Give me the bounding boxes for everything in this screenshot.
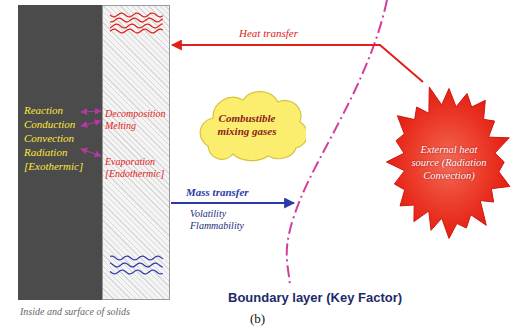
node-text: Reaction Conduction Convection Radiation… <box>24 103 98 173</box>
exchange-arrow <box>81 111 101 112</box>
solid-interior: Reaction Conduction Convection Radiation… <box>18 5 102 300</box>
wave-line <box>110 24 163 28</box>
flow-label: Mass transfer <box>186 186 249 199</box>
edge-label: Heat transfer <box>238 27 299 40</box>
heat-flow-arrow <box>172 45 423 82</box>
panel-caption: Inside and surface of solids <box>20 306 130 318</box>
node-text: Evaporation [Endothermic] <box>105 156 169 180</box>
wave-line <box>110 29 163 33</box>
gas-cloud: Combustible mixing gases <box>188 86 306 164</box>
wave-line <box>110 256 163 260</box>
wave-line <box>110 18 163 22</box>
burst-shape <box>386 87 509 238</box>
node-text: Decomposition Melting <box>105 108 169 132</box>
wave-line <box>110 270 163 274</box>
wave-line <box>110 13 163 17</box>
boundary-curve <box>287 0 387 286</box>
exchange-arrow <box>81 121 101 126</box>
node-text: Combustible mixing gases <box>206 112 288 138</box>
heat-source-burst: External heat source (Radiation Convecti… <box>384 82 514 242</box>
cloud-shape <box>200 92 306 161</box>
edge-group <box>172 45 423 82</box>
figure-caption: (b) <box>250 311 265 326</box>
mass-transfer-arrow <box>171 202 294 204</box>
property-label: Volatility Flammability <box>190 208 262 232</box>
wave-group <box>110 13 163 274</box>
exchange-arrow <box>81 149 101 156</box>
boundary-label: Boundary layer (Key Factor) <box>228 290 402 305</box>
wave-line <box>110 263 163 267</box>
node-text: External heat source (Radiation Convecti… <box>407 143 491 182</box>
